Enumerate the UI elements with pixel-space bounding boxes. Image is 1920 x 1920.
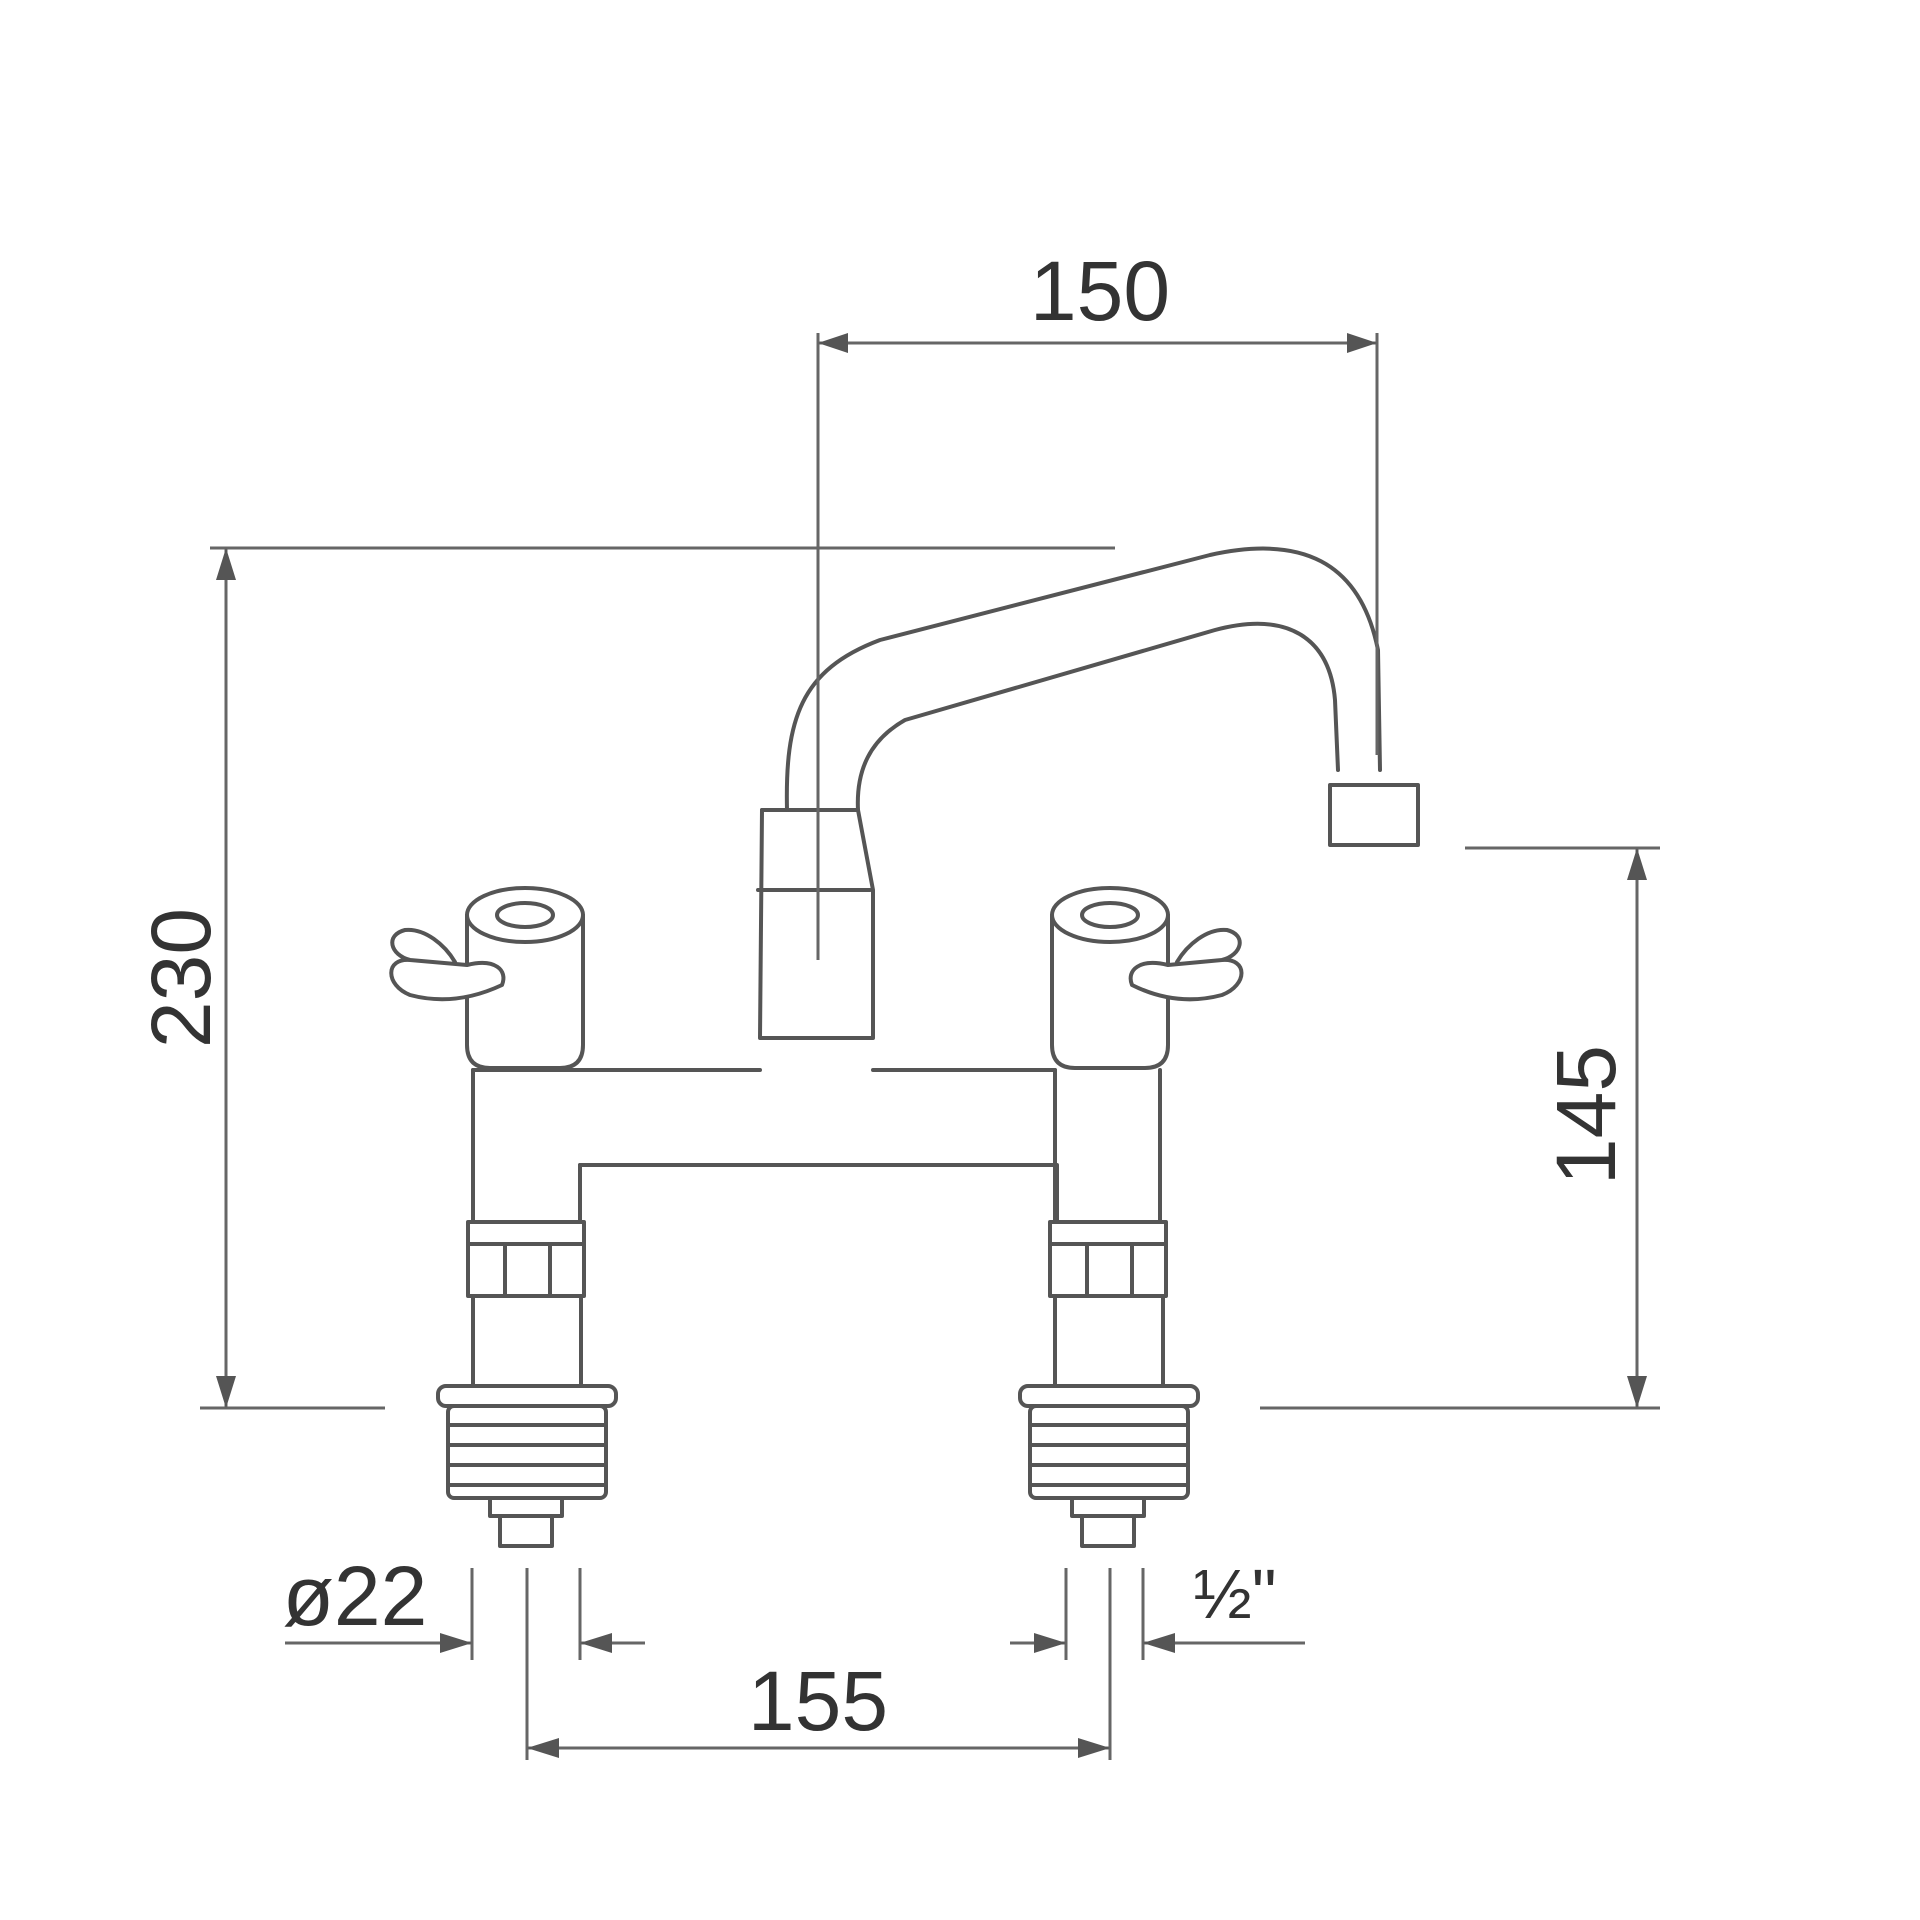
dimension-total-height: 230 <box>134 546 1115 1410</box>
left-riser <box>471 1068 582 1224</box>
dim-label-spout-reach: 150 <box>1030 244 1170 338</box>
dimension-thread-size: ½" <box>1010 1555 1305 1660</box>
spout-tube <box>784 546 1382 812</box>
dim-label-thread-size: ½" <box>1193 1555 1276 1633</box>
dim-label-tail-diameter: ø22 <box>283 1549 428 1643</box>
dimension-spout-height: 145 <box>1260 846 1660 1410</box>
spout-aerator <box>1328 783 1420 847</box>
left-valve-head <box>389 886 585 1070</box>
dim-label-tap-spacing: 155 <box>748 1654 888 1748</box>
dimension-spout-reach: 150 <box>816 244 1379 960</box>
left-lever-icon <box>389 927 506 1002</box>
spout-collar <box>756 808 872 892</box>
right-tail-assembly <box>1018 1220 1200 1548</box>
bridge-body <box>471 1068 1059 1224</box>
dim-label-total-height: 230 <box>134 908 228 1048</box>
right-riser <box>1053 1068 1162 1224</box>
dimension-tap-spacing: 155 <box>525 1568 1112 1760</box>
right-lever-icon <box>1128 927 1244 1002</box>
right-valve-head <box>1050 886 1244 1070</box>
dim-label-spout-height: 145 <box>1539 1045 1633 1185</box>
faucet <box>389 546 1420 1548</box>
dimension-tail-diameter: ø22 <box>283 1549 645 1660</box>
left-tail-assembly <box>436 1220 618 1548</box>
